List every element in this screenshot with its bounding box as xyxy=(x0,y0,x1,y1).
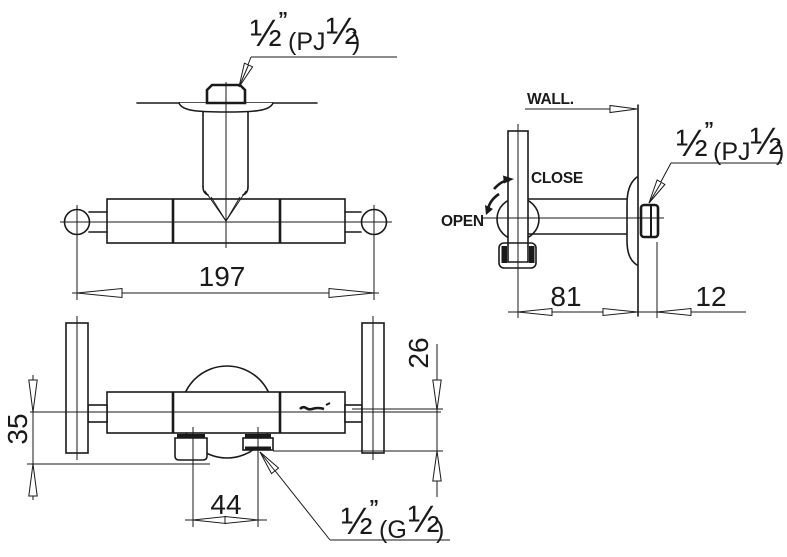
outlet-left-flange xyxy=(177,434,205,439)
dim-arrow xyxy=(517,307,553,317)
wall-arrow xyxy=(609,104,638,114)
hub-bar xyxy=(529,246,535,263)
inlet-nut-side xyxy=(639,203,660,239)
dim-arrow xyxy=(328,287,375,299)
hub-bar xyxy=(501,246,507,263)
taper-line xyxy=(225,196,241,222)
dim-right-outlet-drop: 26 xyxy=(403,337,434,368)
open-arrow-head xyxy=(485,205,493,215)
wall-label: WALL. xyxy=(527,91,574,108)
pj-body: (PJ xyxy=(288,28,326,56)
leader-arrow-line xyxy=(259,451,276,472)
dim-arrow xyxy=(656,307,692,317)
g-half2: ½ xyxy=(408,499,440,541)
leader-arrow-line xyxy=(238,64,249,88)
front-view: 197 ½ ” (PJ ½ ) xyxy=(60,9,397,300)
leader-arrow-line xyxy=(648,182,662,204)
g-close: ) xyxy=(436,516,444,544)
pj-half2: ½ xyxy=(750,121,782,163)
pj-inch-mark: ” xyxy=(704,119,714,141)
pj-close: ) xyxy=(776,138,784,166)
label-pj-top: ½ ” (PJ ½ ) xyxy=(250,9,360,56)
pj-body: (PJ xyxy=(713,138,751,166)
stem xyxy=(344,404,363,423)
taper-line xyxy=(210,196,227,222)
label-g: ½ ” (G ½ ) xyxy=(341,497,444,544)
dim-overall-width: 197 xyxy=(199,261,246,292)
pj-inch-mark: ” xyxy=(278,9,288,31)
dim-arrow xyxy=(602,307,638,317)
close-arrow-head xyxy=(503,175,514,184)
open-arrow-curve xyxy=(486,192,500,210)
close-label: CLOSE xyxy=(531,170,583,187)
side-view: CLOSE OPEN WALL. 81 12 ½ ” (PJ ½ ) xyxy=(441,91,784,318)
label-pj-side: ½ ” (PJ ½ ) xyxy=(676,119,784,166)
g-half: ½ xyxy=(341,501,373,543)
dim-arrow xyxy=(76,287,123,299)
wall-escutcheon xyxy=(626,176,638,266)
dim-handle-to-wall: 81 xyxy=(550,281,581,312)
brand-mark-icon xyxy=(299,402,331,411)
dim-arrow xyxy=(28,463,38,497)
dim-outlet-spacing: 44 xyxy=(210,489,241,520)
top-view: 35 26 44 ½ ” (G ½ ) xyxy=(2,316,450,544)
pj-half: ½ xyxy=(250,13,282,55)
open-label: OPEN xyxy=(441,213,484,230)
pj-close: ) xyxy=(352,28,360,56)
dim-arrow xyxy=(28,379,38,413)
pj-half: ½ xyxy=(676,123,708,165)
g-body: (G xyxy=(379,516,407,544)
dim-arrow xyxy=(432,450,442,482)
dim-arrow xyxy=(432,379,442,411)
pj-half2: ½ xyxy=(326,11,358,53)
dim-wall-to-tip: 12 xyxy=(695,281,726,312)
stem xyxy=(87,404,108,423)
dim-left-outlet-drop: 35 xyxy=(2,413,33,444)
g-inch-mark: ” xyxy=(369,497,379,519)
dim-arrow xyxy=(224,515,259,525)
outlet-left xyxy=(174,437,208,461)
